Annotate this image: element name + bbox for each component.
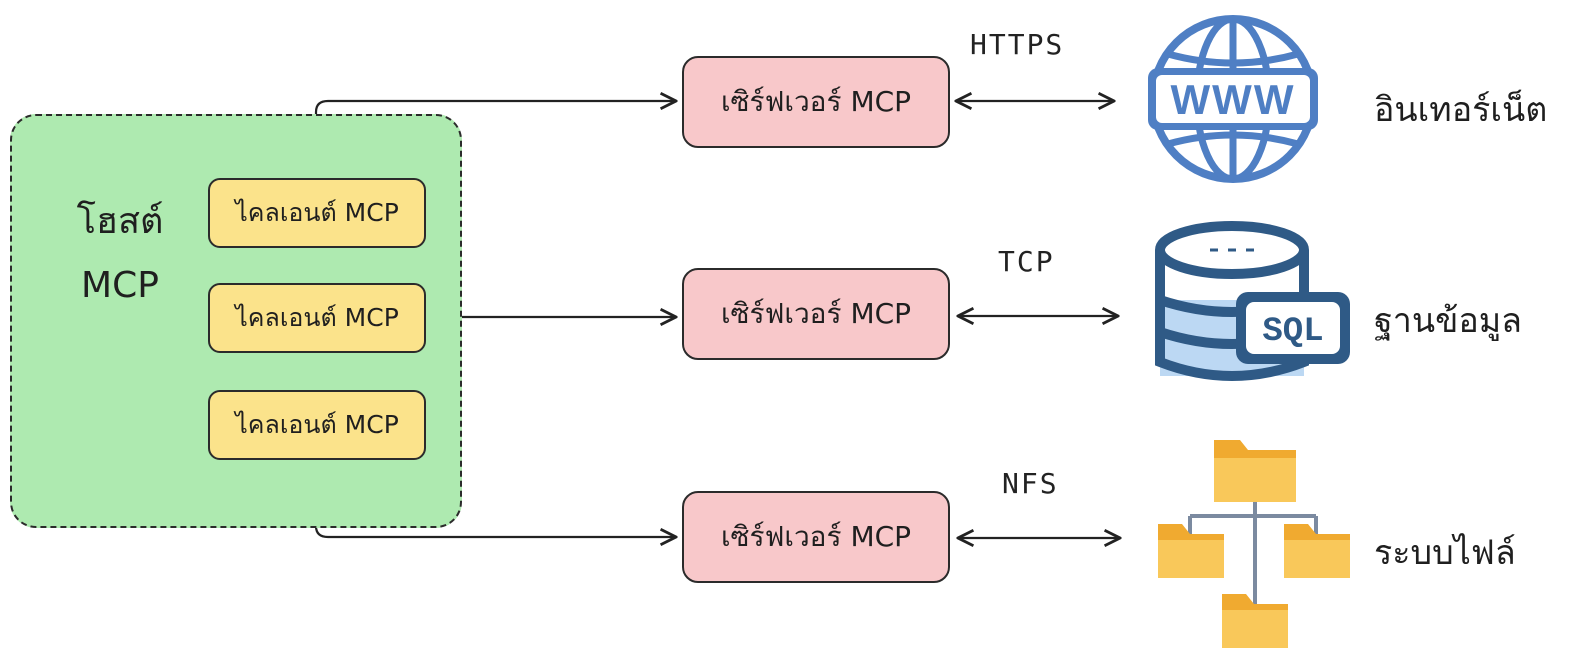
mcp-client-1: ไคลเอนต์ MCP: [208, 178, 426, 248]
folder-tree-icon: [1158, 440, 1350, 648]
host-title-line1: โฮสต์: [76, 201, 164, 242]
resource-label-internet: อินเทอร์เน็ต: [1374, 90, 1548, 130]
mcp-server-1: เซิร์ฟเวอร์ MCP: [682, 56, 950, 148]
host-title: โฮสต์ MCP: [50, 190, 190, 318]
mcp-server-3: เซิร์ฟเวอร์ MCP: [682, 491, 950, 583]
globe-www-icon: WWW: [1148, 15, 1318, 183]
arrow-client1-server1: [316, 101, 676, 176]
resource-label-database: ฐานข้อมูล: [1374, 301, 1523, 341]
mcp-server-2: เซิร์ฟเวอร์ MCP: [682, 268, 950, 360]
resource-label-filesystem: ระบบไฟล์: [1374, 533, 1516, 573]
mcp-client-3: ไคลเอนต์ MCP: [208, 390, 426, 460]
host-title-line2: MCP: [81, 265, 159, 306]
protocol-label-nfs: NFS: [1002, 467, 1059, 500]
sql-database-icon: SQL: [1155, 221, 1350, 381]
mcp-client-2: ไคลเอนต์ MCP: [208, 283, 426, 353]
sql-text: SQL: [1262, 313, 1323, 351]
protocol-label-https: HTTPS: [970, 28, 1065, 61]
globe-www-text: WWW: [1171, 76, 1296, 123]
protocol-label-tcp: TCP: [998, 245, 1055, 278]
